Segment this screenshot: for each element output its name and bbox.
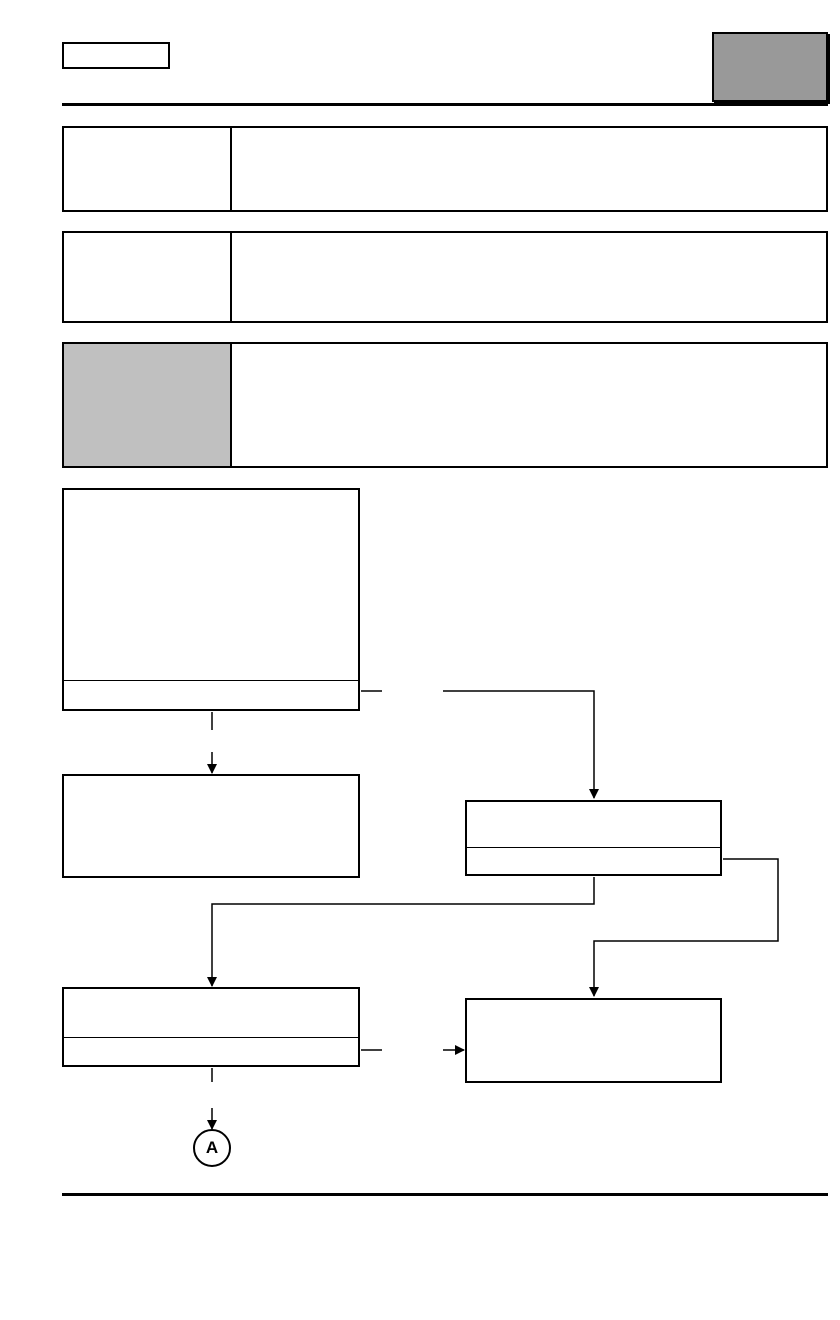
info-row-1 bbox=[62, 126, 828, 212]
flow-step-2 bbox=[62, 774, 360, 878]
header-section-block bbox=[712, 32, 828, 102]
info-row-label-shaded bbox=[64, 344, 232, 466]
header-tag bbox=[62, 42, 170, 69]
edge-step3-to-step4 bbox=[207, 877, 595, 987]
flow-step-result bbox=[64, 680, 358, 709]
info-row-label bbox=[64, 128, 232, 210]
flow-step-5 bbox=[465, 998, 722, 1083]
info-row-3 bbox=[62, 342, 828, 468]
flow-step-4 bbox=[62, 987, 360, 1067]
flow-step-result bbox=[64, 1037, 358, 1065]
info-row-2 bbox=[62, 231, 828, 323]
info-row-label bbox=[64, 233, 232, 321]
flow-step-1 bbox=[62, 488, 360, 711]
edge-step3-to-step5 bbox=[589, 858, 779, 997]
connector-a: A bbox=[193, 1129, 231, 1167]
header-rule bbox=[62, 103, 828, 106]
flow-step-result bbox=[467, 847, 720, 874]
flow-step-3 bbox=[465, 800, 722, 876]
connector-a-label: A bbox=[205, 1138, 219, 1157]
edge-step1-to-step3-b bbox=[443, 690, 599, 799]
footer-rule bbox=[62, 1193, 828, 1196]
